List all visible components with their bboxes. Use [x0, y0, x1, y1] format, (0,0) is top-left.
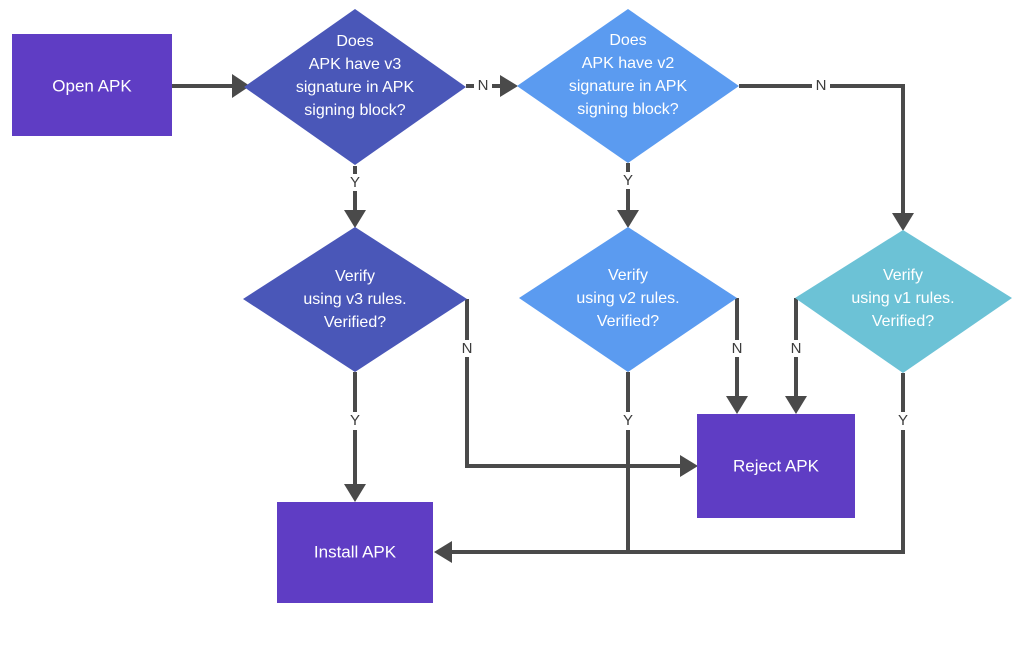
node-has-v2-signature[interactable]: Does APK have v2 signature in APK signin…: [517, 9, 739, 163]
node-verify-v2-rules[interactable]: Verify using v2 rules. Verified?: [519, 227, 737, 372]
edge-verifyv2-yes-to-install: Y: [623, 372, 633, 552]
edge-hasv3-no-to-hasv2: N: [466, 75, 518, 97]
node-verify-v3-rules[interactable]: Verify using v3 rules. Verified?: [243, 227, 467, 372]
node-verify-v2-line2: using v2 rules.: [576, 290, 679, 307]
edge-label-hasv3-yes: Y: [350, 174, 360, 191]
edge-label-verifyv2-yes: Y: [623, 412, 633, 429]
edge-label-verifyv3-yes: Y: [350, 412, 360, 429]
node-verify-v1-line3: Verified?: [872, 313, 934, 330]
edge-hasv2-yes-to-verifyv2: Y: [617, 163, 639, 228]
edge-label-verifyv1-yes: Y: [898, 412, 908, 429]
edge-label-hasv2-yes: Y: [623, 172, 633, 189]
node-has-v3-signature[interactable]: Does APK have v3 signature in APK signin…: [244, 9, 466, 165]
node-verify-v1-rules[interactable]: Verify using v1 rules. Verified?: [795, 230, 1012, 373]
node-has-v2-line4: signing block?: [577, 101, 679, 118]
node-has-v2-line3: signature in APK: [569, 78, 688, 95]
edge-label-hasv2-no: N: [816, 77, 827, 94]
node-verify-v1-line2: using v1 rules.: [851, 290, 954, 307]
node-open-apk-label: Open APK: [52, 76, 132, 95]
edge-open-to-hasv3: [172, 74, 250, 98]
edge-verifyv1-no-to-reject: N: [785, 298, 807, 414]
edge-label-verifyv1-no: N: [791, 340, 802, 357]
node-has-v3-line2: APK have v3: [309, 56, 402, 73]
node-has-v2-line1: Does: [609, 32, 646, 49]
edge-verifyv3-yes-to-install: Y: [344, 372, 366, 502]
node-install-apk[interactable]: Install APK: [277, 502, 433, 603]
node-verify-v3-line2: using v3 rules.: [303, 291, 406, 308]
nodes-layer: Open APK Does APK have v3 signature in A…: [12, 9, 1012, 603]
node-reject-apk[interactable]: Reject APK: [697, 414, 855, 518]
node-install-apk-label: Install APK: [314, 542, 397, 561]
edge-verifyv2-no-to-reject: N: [726, 298, 748, 414]
node-reject-apk-label: Reject APK: [733, 456, 820, 475]
node-verify-v2-line3: Verified?: [597, 313, 659, 330]
edge-label-hasv3-no: N: [478, 77, 489, 94]
node-has-v2-line2: APK have v2: [582, 55, 675, 72]
node-open-apk[interactable]: Open APK: [12, 34, 172, 136]
node-verify-v3-line1: Verify: [335, 268, 375, 285]
node-has-v3-line3: signature in APK: [296, 79, 415, 96]
node-verify-v2-line1: Verify: [608, 267, 648, 284]
edge-label-verifyv2-no: N: [732, 340, 743, 357]
edge-verifyv1-yes-to-install: Y: [434, 373, 908, 563]
edge-hasv2-no-to-verifyv1: N: [739, 77, 914, 231]
node-verify-v1-line1: Verify: [883, 267, 923, 284]
edges-layer: N Y N Y: [172, 74, 914, 563]
edge-hasv3-yes-to-verifyv3: Y: [344, 166, 366, 228]
node-verify-v3-line3: Verified?: [324, 314, 386, 331]
edge-label-verifyv3-no: N: [462, 340, 473, 357]
node-has-v3-line4: signing block?: [304, 102, 406, 119]
edge-verifyv3-no-to-reject: N: [462, 299, 698, 477]
node-has-v3-line1: Does: [336, 33, 373, 50]
